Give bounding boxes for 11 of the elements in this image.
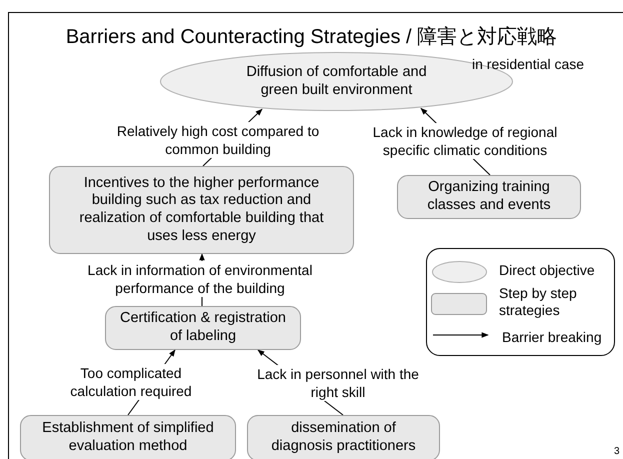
title: Barriers and Counteracting Strategies / 障害と対応戦略 bbox=[64, 25, 558, 50]
legend-text: Barrier breaking bbox=[502, 329, 602, 346]
strategy-box: Organizing training classes and events bbox=[397, 175, 581, 219]
page-number: 3 bbox=[614, 446, 620, 457]
legend-text: Step by step strategies bbox=[499, 285, 578, 319]
strategy-box: Establishment of simplified evaluation method bbox=[20, 415, 236, 459]
strategy-box: Certification & registration of labeling bbox=[105, 306, 301, 350]
strategy-box: Incentives to the higher performance building such as tax reduction and realization of comfortable building that uses less energy bbox=[49, 166, 354, 254]
note: in residential case bbox=[472, 56, 584, 72]
strategy-box: dissemination of diagnosis practitioners bbox=[247, 415, 440, 459]
legend-text: Direct objective bbox=[499, 262, 595, 279]
